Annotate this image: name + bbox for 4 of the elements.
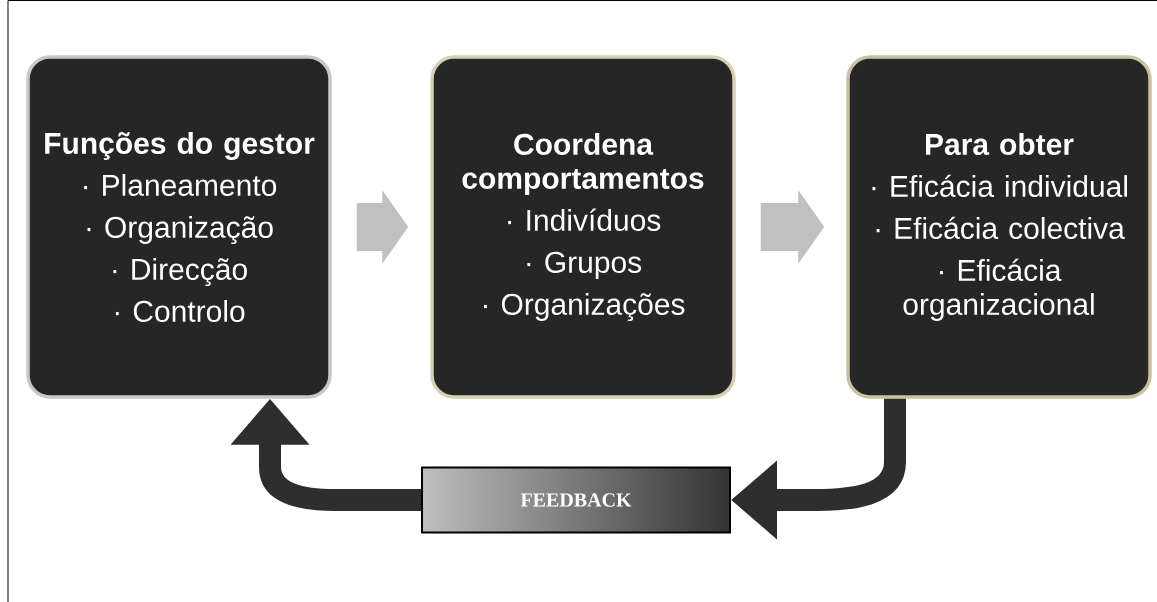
process-box: Para obter · Eficácia individual · Eficácia colectiva · Eficácia organizacional: [846, 55, 1152, 399]
process-box: Funções do gestor · Planeamento · Organização · Direcção · Controlo: [26, 55, 332, 399]
process-box: Coordena comportamentos · Indivíduos · Grupos · Organizações: [430, 55, 736, 399]
feedback-box: FEEDBACK: [421, 466, 731, 534]
